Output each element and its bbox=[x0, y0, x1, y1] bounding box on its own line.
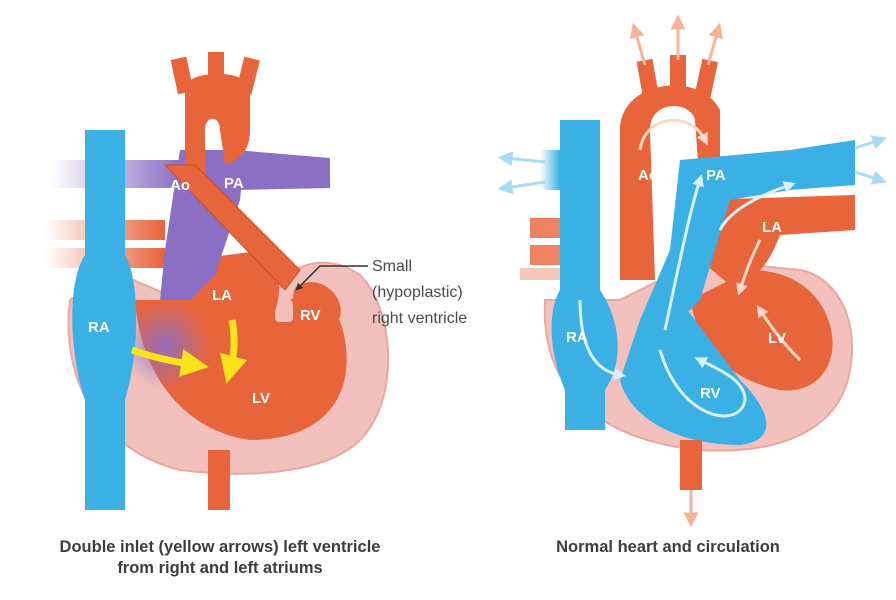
aorta-normal-branch-3 bbox=[694, 58, 718, 102]
flow-pa-right bbox=[718, 181, 796, 231]
callout-pointer bbox=[295, 265, 368, 291]
label-ao-left: Ao bbox=[170, 177, 190, 194]
flow-ao-arch bbox=[638, 118, 708, 151]
callout-line-2: (hypoplastic) bbox=[372, 284, 463, 301]
callout-line-1: Small bbox=[372, 258, 412, 275]
arrow-out-left-1 bbox=[497, 151, 546, 167]
arrow-out-top-1 bbox=[629, 22, 647, 66]
aorta-branch-1 bbox=[170, 56, 194, 95]
label-pa-left: PA bbox=[224, 175, 244, 192]
flow-pa-up bbox=[663, 174, 704, 331]
arrow-out-left-2 bbox=[497, 179, 546, 195]
arrow-out-right-2 bbox=[854, 170, 888, 185]
aorta-branch-2 bbox=[208, 52, 224, 87]
right-atrium-normal bbox=[551, 120, 618, 430]
descending-aorta-normal bbox=[680, 440, 702, 490]
descending-aorta bbox=[208, 450, 230, 510]
label-la-left: LA bbox=[212, 287, 232, 304]
callout-line-3: right ventricle bbox=[372, 310, 467, 327]
label-ra-right: RA bbox=[566, 329, 588, 346]
hypoplastic-right-ventricle bbox=[293, 282, 341, 332]
aorta-arch bbox=[185, 73, 250, 185]
label-ao-right: Ao bbox=[638, 167, 658, 184]
label-ra-left: RA bbox=[88, 319, 110, 336]
left-atrium-normal bbox=[700, 195, 855, 285]
pulmonary-artery-branch-right bbox=[235, 150, 330, 190]
label-la-right: LA bbox=[762, 219, 782, 236]
aorta-normal-branch-1 bbox=[636, 58, 660, 102]
label-pa-right: PA bbox=[706, 167, 726, 184]
caption-left-line-1: Double inlet (yellow arrows) left ventri… bbox=[59, 538, 381, 556]
label-lv-right: LV bbox=[768, 330, 786, 347]
aorta-normal-branch-2 bbox=[670, 55, 686, 95]
label-rv-left: RV bbox=[300, 307, 321, 324]
flow-la-down bbox=[736, 239, 762, 296]
caption-left: Double inlet (yellow arrows) left ventri… bbox=[10, 537, 430, 579]
arrow-out-right-1 bbox=[854, 135, 888, 150]
right-ventricle-normal bbox=[620, 300, 767, 445]
aorta-branch-3 bbox=[235, 56, 260, 95]
pulmonary-trunk bbox=[160, 150, 245, 300]
caption-left-line-2: from right and left atriums bbox=[117, 559, 323, 577]
left-heart-diagram: Ao PA LA RA RV LV Small (hypoplastic) ri… bbox=[45, 52, 467, 510]
flow-rv bbox=[658, 349, 747, 418]
rv-notch bbox=[275, 300, 293, 322]
flow-ra-down bbox=[578, 299, 626, 380]
label-rv-right: RV bbox=[700, 385, 721, 402]
right-atrium bbox=[72, 130, 137, 510]
pulmonary-artery-normal bbox=[640, 140, 855, 340]
left-ventricle-normal bbox=[690, 270, 833, 391]
arrow-out-top-3 bbox=[706, 22, 724, 66]
label-lv-left: LV bbox=[252, 390, 270, 407]
flow-lv bbox=[756, 305, 802, 362]
right-heart-diagram: Ao PA LA RA RV LV bbox=[497, 14, 888, 528]
yellow-arrow-la-to-lv bbox=[220, 319, 248, 384]
yellow-arrow-ra-to-lv bbox=[130, 346, 209, 377]
caption-right: Normal heart and circulation bbox=[556, 538, 780, 556]
aorta-descending-to-rv bbox=[163, 164, 301, 291]
